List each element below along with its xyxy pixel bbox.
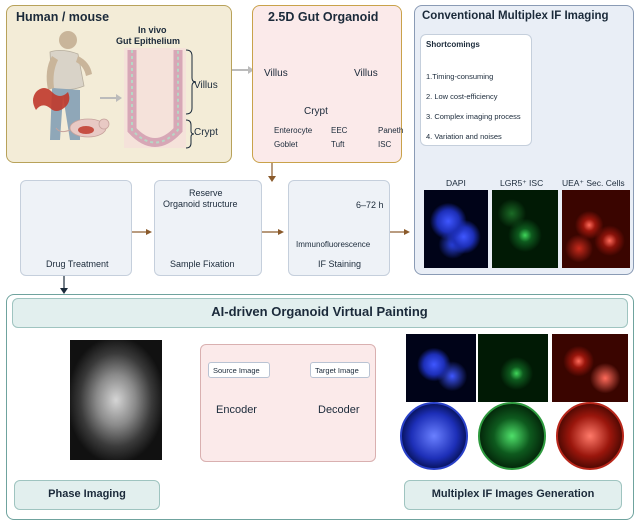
generated-uea-image: [552, 334, 628, 402]
legend-isc: ISC: [378, 140, 392, 149]
ai-title: AI-driven Organoid Virtual Painting: [211, 304, 428, 319]
time-range-label: 6–72 h: [356, 200, 384, 210]
in-vivo-label: In vivo: [138, 25, 167, 35]
ai-title-banner: [12, 298, 628, 328]
shortcoming-4: 4. Variation and noises: [426, 132, 502, 141]
panel-organoid: [252, 5, 402, 163]
dapi-image: [424, 190, 488, 268]
channel-uea-label: UEA⁺ Sec. Cells: [562, 178, 625, 188]
drug-treatment-label: Drug Treatment: [46, 259, 109, 269]
phase-imaging-label: Phase Imaging: [48, 488, 126, 500]
villus-right-label: Villus: [354, 68, 378, 79]
shortcoming-1: 1.Timing-consuming: [426, 72, 494, 81]
shortcoming-3: 3. Complex imaging process: [426, 112, 521, 121]
reserve-label: Reserve: [189, 188, 223, 198]
multiplex-generation-label: Multiplex IF Images Generation: [431, 488, 595, 500]
organoid-title: 2.5D Gut Organoid: [268, 10, 379, 24]
multiplex-generation-banner: [404, 480, 622, 510]
sample-fixation-box: [154, 180, 262, 276]
organoid-structure-label: Organoid structure: [163, 199, 238, 209]
sample-fixation-label: Sample Fixation: [170, 259, 235, 269]
legend-goblet: Goblet: [274, 140, 298, 149]
shortcoming-2: 2. Low cost-efficiency: [426, 92, 498, 101]
target-image-button: [310, 362, 370, 378]
legend-eec: EEC: [331, 126, 348, 135]
generated-dapi-circle: [400, 402, 468, 470]
villus-label-invivo: Villus: [194, 80, 218, 91]
gut-epithelium-label: Gut Epithelium: [116, 36, 180, 46]
source-image-button: [208, 362, 270, 378]
target-image-label: Target Image: [315, 366, 359, 375]
generated-uea-circle: [556, 402, 624, 470]
legend-paneth: Paneth: [378, 126, 404, 135]
decoder-label: Decoder: [318, 404, 360, 416]
crypt-label-invivo: Crypt: [194, 127, 218, 138]
if-staining-label: IF Staining: [318, 259, 362, 269]
legend-enterocyte: Enterocyte: [274, 126, 313, 135]
crypt-label-organoid: Crypt: [304, 106, 328, 117]
encoder-label: Encoder: [216, 404, 257, 416]
channel-lgr5-label: LGR5⁺ ISC: [500, 178, 544, 188]
villus-left-label: Villus: [264, 68, 288, 79]
channel-dapi-label: DAPI: [446, 178, 466, 188]
generated-lgr5-circle: [478, 402, 546, 470]
uea-image: [562, 190, 630, 268]
human-mouse-title: Human / mouse: [16, 10, 110, 24]
source-image-label: Source Image: [213, 366, 260, 375]
if-staining-box: [288, 180, 390, 276]
immunofluorescence-label: Immunofluorescence: [296, 240, 371, 249]
shortcomings-title: Shortcomings: [426, 40, 480, 49]
drug-treatment-box: [20, 180, 132, 276]
generated-lgr5-image: [478, 334, 548, 402]
lgr5-image: [492, 190, 558, 268]
phase-imaging-banner: [14, 480, 160, 510]
shortcomings-box: [420, 34, 532, 146]
conventional-title: Conventional Multiplex IF Imaging: [422, 10, 609, 22]
legend-tuft: Tuft: [331, 140, 345, 149]
phase-image: [70, 340, 162, 460]
generated-dapi-image: [406, 334, 476, 402]
